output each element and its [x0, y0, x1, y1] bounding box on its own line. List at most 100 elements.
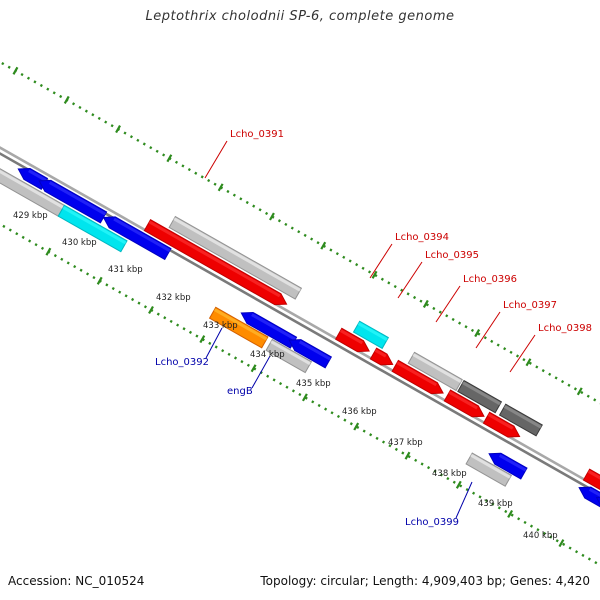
gene-arrow-highlight — [173, 217, 301, 292]
gene-label-group[interactable]: Lcho_0394 — [369, 232, 449, 279]
gene-feature-f3[interactable] — [334, 327, 370, 353]
gene-feature-r8[interactable] — [265, 338, 313, 374]
outer-ruler-dot — [329, 248, 333, 252]
gene-feature-f5[interactable] — [407, 351, 463, 392]
outer-ruler-dot — [297, 230, 301, 234]
gene-feature-r9[interactable] — [488, 452, 528, 480]
gene-feature-f1[interactable] — [143, 219, 288, 306]
outer-ruler-dot — [277, 219, 281, 223]
outer-ruler-dot — [239, 197, 243, 201]
gene-arrow[interactable] — [57, 204, 128, 253]
inner-ruler-dot — [497, 506, 501, 510]
gene-arrow-highlight — [148, 220, 281, 298]
ruler-label: 439 kbp — [478, 499, 513, 509]
inner-ruler-dot — [343, 418, 347, 422]
outer-ruler-dot — [207, 178, 211, 183]
gene-arrow[interactable] — [488, 452, 528, 480]
outer-ruler-dot — [361, 266, 365, 270]
outer-ruler-dot — [438, 310, 442, 314]
ruler-label: 438 kbp — [432, 469, 467, 479]
gene-feature-f4[interactable] — [369, 347, 394, 366]
gene-feature-r12[interactable] — [595, 496, 600, 530]
gene-label[interactable]: Lcho_0394 — [395, 232, 449, 243]
outer-ruler-major-tick — [474, 329, 481, 338]
outer-ruler-major-tick — [63, 95, 70, 104]
outer-ruler-dot — [593, 398, 597, 402]
gene-feature-f7[interactable] — [457, 379, 503, 414]
gene-label-group[interactable]: Lcho_0397 — [475, 300, 557, 349]
outer-ruler-dot — [271, 215, 275, 219]
inner-ruler-dot — [111, 286, 115, 291]
gene-label-group[interactable]: Lcho_0392 — [155, 327, 223, 368]
inner-ruler-dot — [491, 502, 495, 506]
gene-arrow[interactable] — [498, 403, 543, 437]
feature-track — [0, 168, 600, 530]
gene-feature-r11[interactable] — [578, 486, 600, 510]
gene-feature-f11[interactable] — [582, 468, 600, 490]
gene-feature-r3[interactable] — [57, 204, 128, 253]
gene-feature-r6[interactable] — [208, 306, 269, 349]
gene-arrow[interactable] — [595, 496, 600, 530]
gene-feature-f0[interactable] — [168, 215, 303, 300]
gene-feature-f8[interactable] — [443, 389, 485, 418]
gene-label[interactable]: Lcho_0396 — [463, 274, 517, 285]
gene-feature-r10[interactable] — [465, 452, 513, 487]
gene-label-group[interactable]: Lcho_0395 — [397, 250, 479, 299]
inner-ruler-dot — [330, 411, 334, 415]
gene-arrow[interactable] — [265, 338, 313, 374]
gene-arrow[interactable] — [168, 215, 303, 300]
gene-arrow[interactable] — [352, 320, 390, 350]
inner-ruler-dot — [594, 561, 598, 565]
inner-ruler-dot — [362, 429, 366, 433]
outer-ruler-dot — [541, 369, 545, 373]
outer-ruler-dot — [522, 358, 526, 362]
gene-arrow-highlight — [28, 169, 47, 182]
inner-ruler-dot — [60, 257, 64, 261]
gene-feature-f6[interactable] — [391, 359, 444, 395]
gene-arrow[interactable] — [465, 452, 513, 487]
gene-arrow[interactable] — [288, 339, 333, 369]
outer-ruler-dot — [213, 182, 217, 186]
gene-label[interactable]: Lcho_0399 — [405, 517, 459, 528]
gene-feature-r4[interactable] — [102, 216, 172, 261]
outer-ruler-dot — [59, 94, 63, 99]
gene-label-group[interactable]: Lcho_0391 — [204, 129, 284, 179]
gene-label[interactable]: Lcho_0395 — [425, 250, 479, 261]
outer-ruler-dot — [406, 292, 410, 296]
gene-label-group[interactable]: Lcho_0396 — [435, 274, 517, 323]
gene-label[interactable]: Lcho_0398 — [538, 323, 592, 334]
inner-ruler-dot — [420, 462, 424, 466]
gene-label-group[interactable]: Lcho_0398 — [509, 323, 592, 373]
gene-label[interactable]: Lcho_0397 — [503, 300, 557, 311]
gene-feature-r7[interactable] — [288, 339, 333, 369]
gene-feature-f10[interactable] — [482, 411, 521, 438]
gene-arrow[interactable] — [407, 351, 463, 392]
gene-arrow[interactable] — [102, 216, 172, 261]
gene-label-group[interactable]: engB — [227, 355, 271, 397]
leader-line — [397, 261, 423, 299]
outer-ruler-dot — [451, 317, 455, 322]
gene-feature-f9[interactable] — [498, 403, 543, 437]
gene-arrow[interactable] — [240, 311, 298, 349]
gene-label-group[interactable]: Lcho_0399 — [405, 481, 473, 528]
gene-arrow-highlight — [270, 340, 311, 366]
gene-feature-r5[interactable] — [240, 311, 298, 349]
ruler-label: 429 kbp — [13, 211, 48, 221]
gene-label[interactable]: Lcho_0392 — [155, 357, 209, 368]
gene-label[interactable]: engB — [227, 386, 253, 397]
outer-ruler-dot — [535, 365, 539, 369]
ruler-label: 435 kbp — [296, 379, 331, 389]
gene-arrow[interactable] — [457, 379, 503, 414]
inner-ruler-dot — [517, 517, 521, 521]
gene-arrow[interactable] — [208, 306, 269, 349]
outer-ruler-dot — [290, 226, 294, 230]
ruler-label: 434 kbp — [250, 350, 285, 360]
gene-arrow[interactable] — [369, 347, 394, 366]
outer-ruler-dot — [232, 193, 236, 197]
gene-feature-f2[interactable] — [352, 320, 390, 350]
inner-ruler-dot — [15, 232, 19, 236]
inner-ruler-dot — [79, 268, 83, 272]
gene-label[interactable]: Lcho_0391 — [230, 129, 284, 140]
gene-arrow[interactable] — [38, 179, 108, 224]
gene-feature-r1[interactable] — [38, 179, 108, 224]
